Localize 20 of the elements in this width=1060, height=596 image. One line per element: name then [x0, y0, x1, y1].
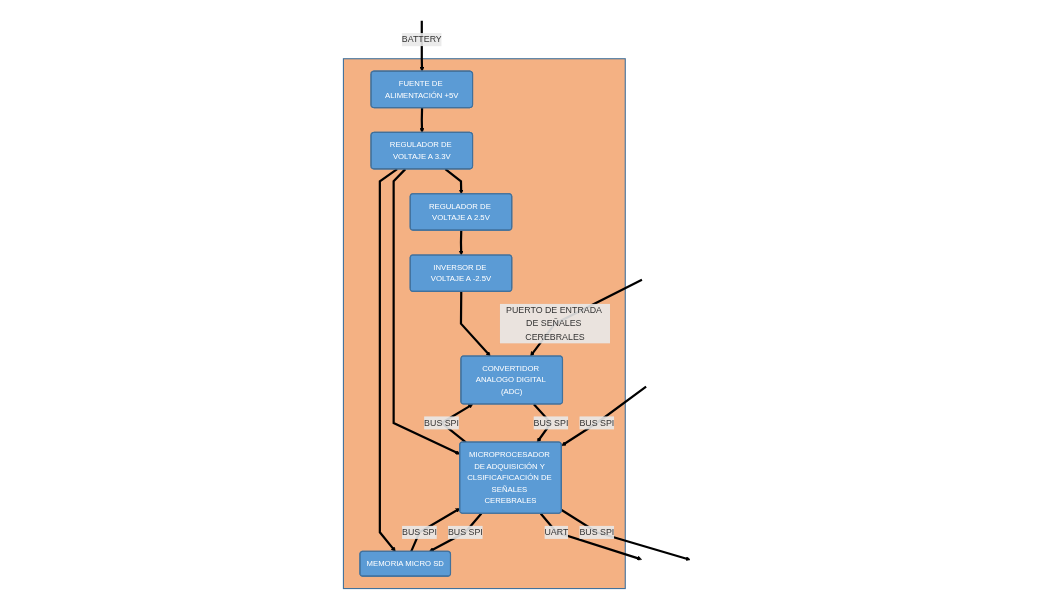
arrow: [561, 385, 647, 446]
arrow: [428, 512, 483, 552]
arrow: [459, 291, 491, 357]
edge-label: PUERTO DE ENTRADA DE SEÑALES CEREBRALES: [505, 305, 602, 342]
edge-label: BUS SPI: [533, 418, 569, 428]
arrow: [392, 168, 461, 455]
arrow: [378, 168, 398, 552]
arrow: [539, 512, 642, 561]
edge-label: BUS SPI: [401, 527, 437, 537]
arrow: [444, 168, 464, 195]
edge-label: BATTERY: [401, 34, 442, 45]
edge-label: BUS SPI: [579, 418, 615, 428]
arrow: [560, 509, 691, 561]
arrow: [419, 107, 425, 133]
edge-label: BUS SPI: [579, 527, 615, 537]
edge-label: UART: [544, 527, 569, 537]
edge-label: BUS SPI: [423, 418, 459, 428]
cluster: [342, 58, 626, 590]
edge-label: BUS SPI: [447, 527, 483, 537]
arrow: [458, 230, 464, 256]
